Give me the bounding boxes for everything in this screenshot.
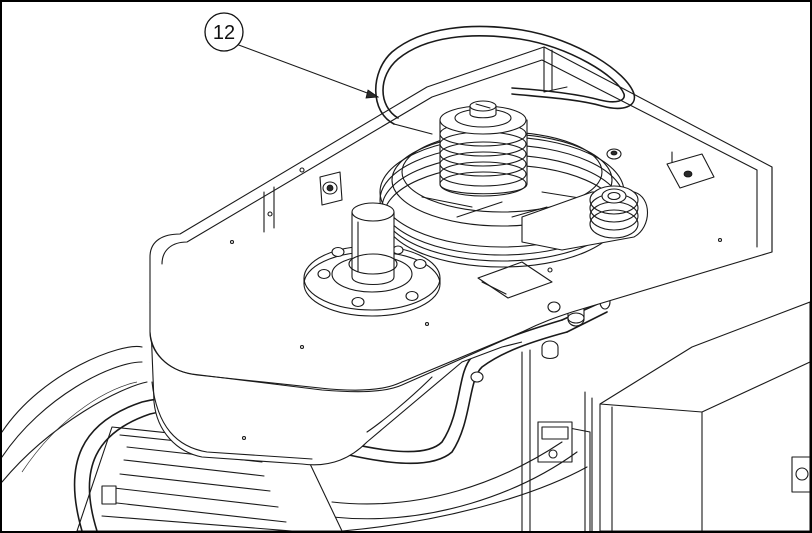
front-bolts [470,301,561,383]
small-bolt [606,148,622,160]
stepped-hub [439,100,528,197]
cabinet-box [584,301,810,531]
side-switch [791,456,810,493]
callout-label: 12 [213,22,235,44]
shaft-flange [303,202,441,317]
bowl [2,345,588,531]
small-pulley [521,185,648,251]
drive-belt [374,25,636,135]
callout-12: 12 [204,12,380,99]
right-bracket [666,151,715,189]
frame-legs [521,349,591,531]
left-bracket [319,171,343,206]
